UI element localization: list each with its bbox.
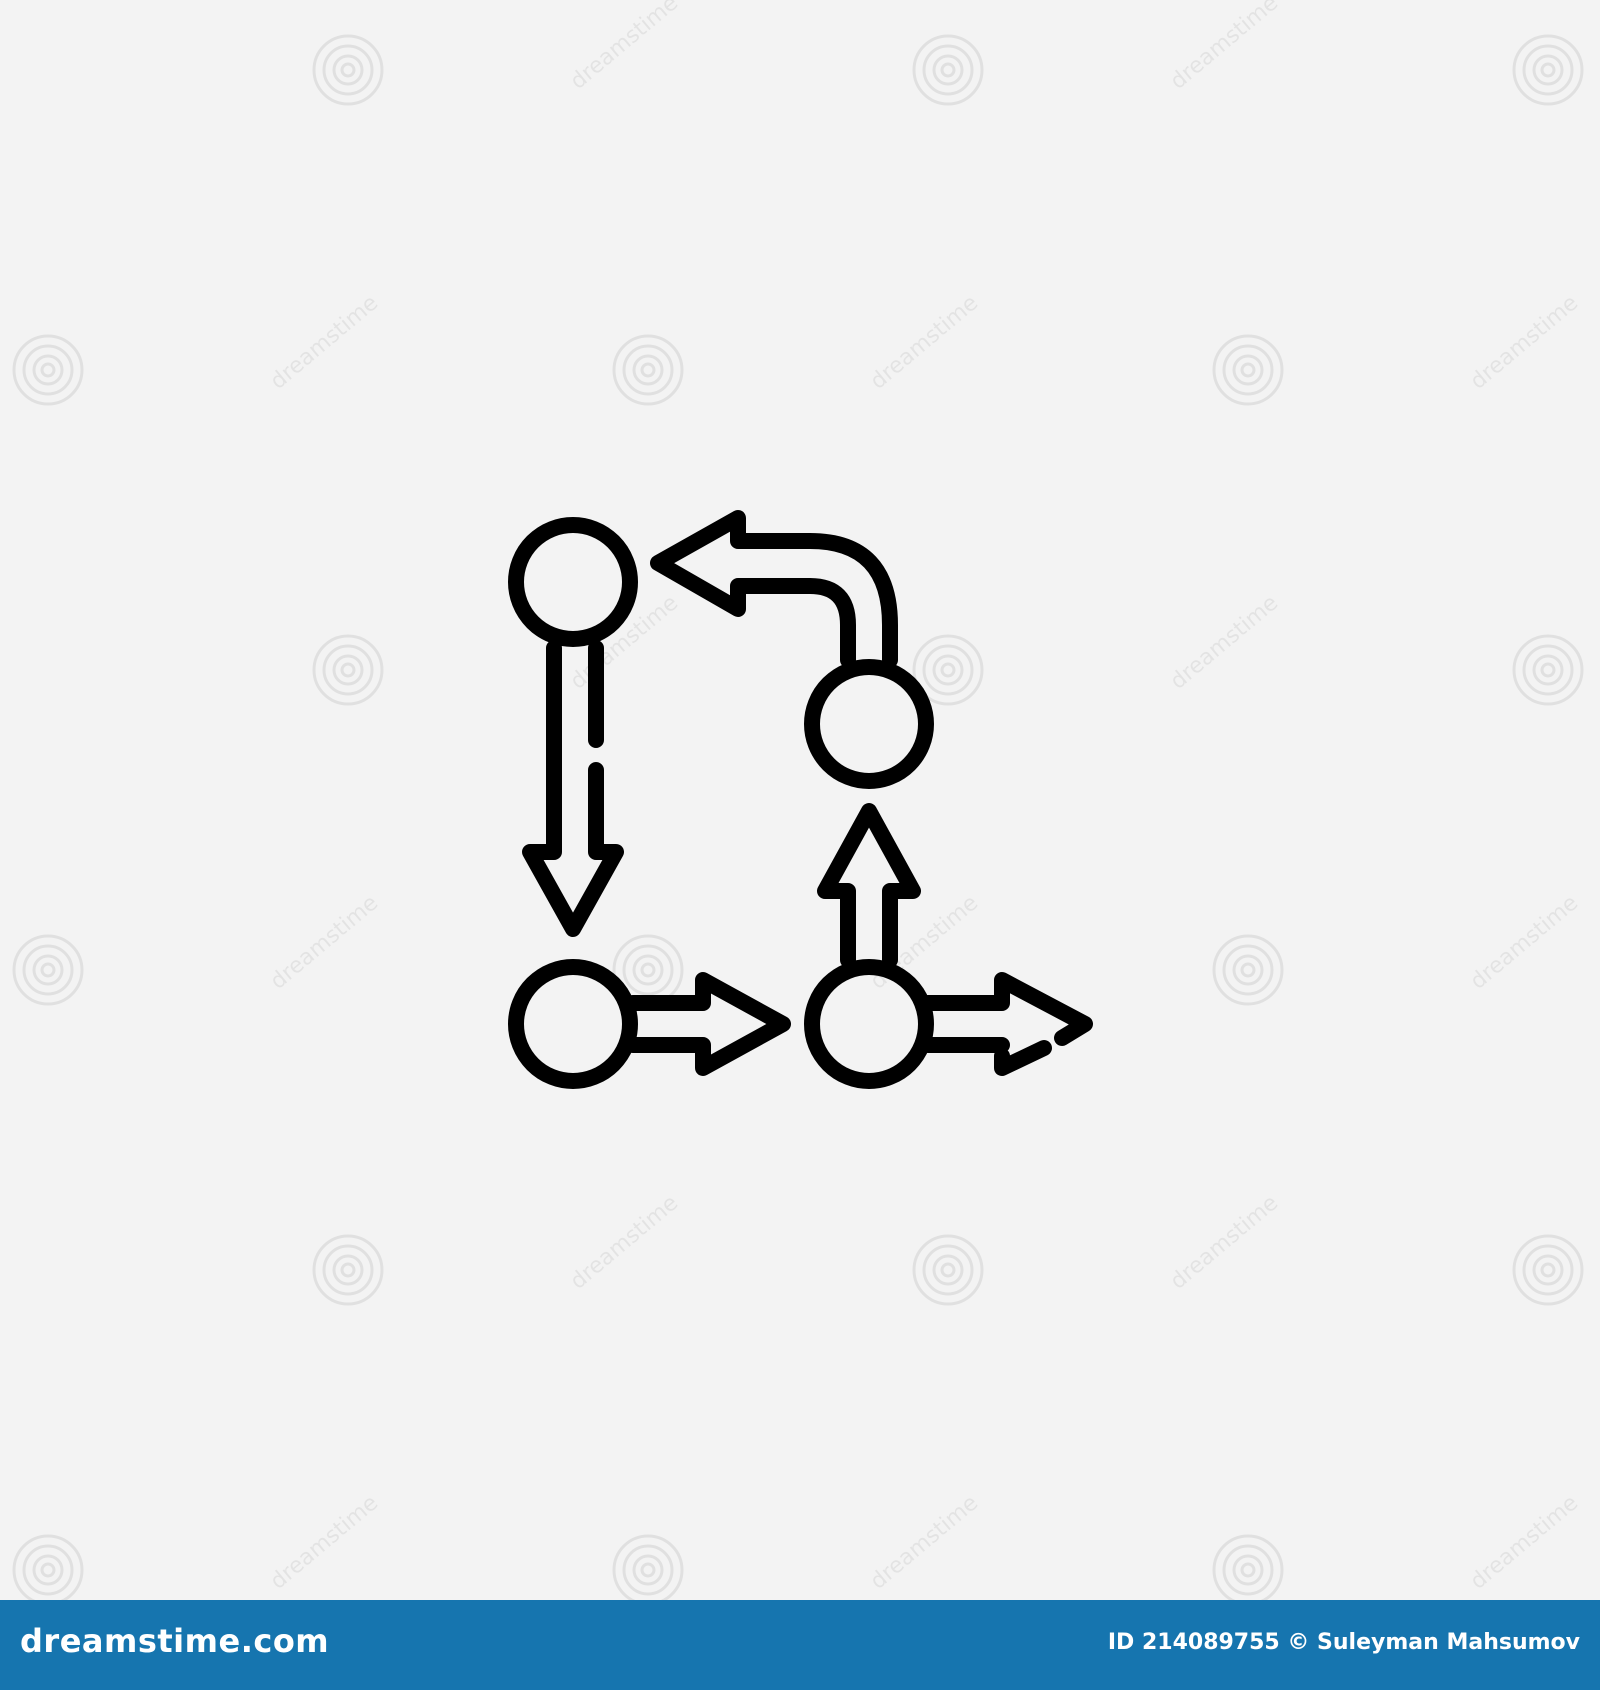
bottom-right-node-icon (804, 959, 934, 1089)
up-arrow-icon (817, 803, 921, 968)
outgoing-arrow-icon (920, 972, 1093, 1076)
footer-bar: dreamstime.com ID 214089755 © Suleyman M… (0, 1600, 1600, 1690)
right-arrow-icon (625, 972, 791, 1076)
footer-logo[interactable]: dreamstime.com (20, 1622, 330, 1660)
bottom-left-node-icon (508, 959, 638, 1089)
down-arrow-icon (522, 640, 624, 937)
workflow-process-icon (508, 510, 1093, 1089)
middle-right-node-icon (804, 659, 934, 789)
top-left-node-icon (508, 517, 638, 647)
curved-left-arrow-icon (650, 510, 898, 668)
image-credit: ID 214089755 © Suleyman Mahsumov (1107, 1630, 1580, 1655)
